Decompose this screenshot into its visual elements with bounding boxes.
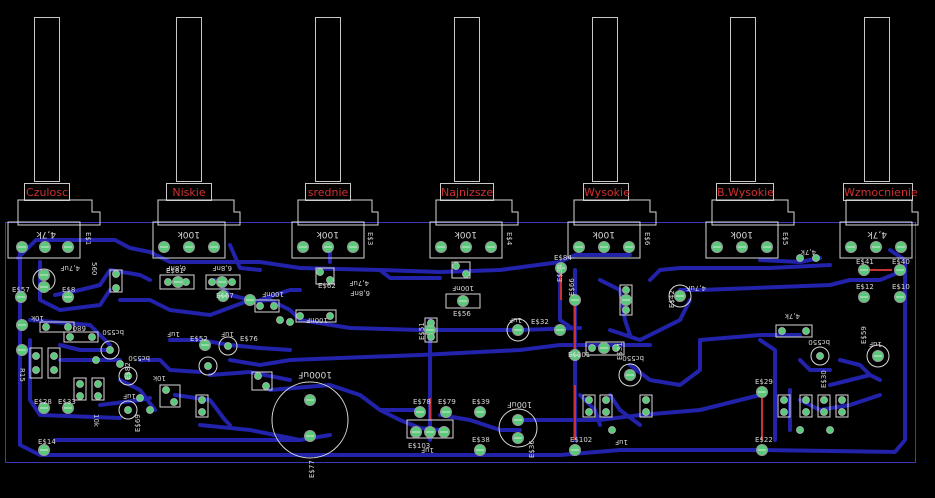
cap-1u-e: 1uF [869, 340, 882, 348]
value-label-pot6: 100k [730, 229, 753, 239]
label-e52: E$52 [190, 335, 208, 343]
label-e82: E$82 [124, 362, 132, 380]
pot-shaft-czulosc [34, 17, 60, 182]
cap-4u7-a: 4,7uF [60, 264, 80, 272]
label-e33: E$33 [58, 398, 76, 406]
value-label-pot2: 100k [177, 229, 200, 239]
label-e79: E$79 [438, 398, 456, 406]
pot-shaft-bwysokie [730, 17, 756, 182]
pot-shaft-niskie [176, 17, 202, 182]
label-e36: E$36 [528, 440, 536, 458]
cap-100n-c: 100nF [262, 290, 284, 298]
label-e59: E$59 [860, 326, 868, 344]
cap-6n8-b: 6,8nF [212, 264, 232, 272]
label-e102: E$102 [570, 436, 592, 444]
label-e101: E$101 [568, 351, 590, 359]
label-e22: E$22 [755, 436, 773, 444]
ref-r5: E$5 [781, 232, 789, 245]
label-e40: E$40 [892, 258, 910, 266]
label-e56: E$56 [453, 310, 471, 318]
pot-label-najnizsze: Najnizsze [440, 183, 494, 201]
transistor-c: bc550 [622, 354, 644, 362]
cap-100n-a: 100nF [452, 284, 474, 292]
label-e34: E$34 [556, 264, 564, 282]
value-label-pot7: 4,7k [867, 229, 887, 239]
label-e69: E$69 [134, 414, 142, 432]
cap-1u-g: 1uF [421, 446, 434, 454]
label-e38: E$38 [472, 436, 490, 444]
ref-r3: E$3 [366, 232, 374, 245]
ref-r4: E$4 [505, 232, 513, 246]
label-e103: E$103 [408, 442, 430, 450]
res-4k7-b: 4,7k [784, 312, 800, 320]
label-e62: E$62 [318, 282, 336, 290]
potentiometer-footprints [7, 199, 919, 259]
label-e77: E$77 [308, 460, 316, 478]
jumper-links [429, 268, 892, 440]
value-label-pot1: 4,7k [36, 229, 56, 239]
pot-shaft-wysokie [592, 17, 618, 182]
value-label-pot4: 100k [454, 229, 477, 239]
cap-1u-d: 1uF [615, 438, 628, 446]
value-label-pot5: 100k [592, 229, 615, 239]
component-outlines [29, 261, 890, 459]
res-560: 560 [90, 262, 98, 275]
silk-labels: 4,7k 100k 100k 100k 100k 100k 4,7k E$1 E… [12, 229, 910, 478]
label-e10: E$10 [892, 283, 910, 291]
pot-shaft-najnizsze [454, 17, 480, 182]
label-e76: E$76 [240, 335, 258, 343]
cap-6n8-a: 6,8nF [166, 264, 186, 272]
label-e39: E$39 [472, 398, 490, 406]
cap-1u-c: 1uF [509, 316, 522, 324]
label-e66: E$66 [568, 278, 576, 296]
ref-r1: E$1 [84, 232, 92, 245]
copper-traces [16, 238, 907, 457]
label-e84: E$84 [554, 254, 572, 262]
cap-1u-f: 1uF [123, 392, 136, 400]
transistor-a: bc550 [102, 328, 124, 336]
label-e41: E$41 [856, 258, 874, 266]
label-e42: E$42 [668, 290, 676, 308]
label-e67: E$67 [216, 292, 234, 300]
pot-shaft-wzmocnienie [864, 17, 890, 182]
cap-1000u: 1000uF [298, 369, 332, 379]
cap-4u7-c: 4,7uF [349, 279, 369, 287]
label-e78: E$78 [413, 398, 431, 406]
label-e29: E$29 [755, 378, 773, 386]
cap-100n-b: 100nF [306, 316, 328, 324]
cap-100u: 100uF [507, 400, 532, 409]
res-680: 680 [73, 324, 86, 332]
label-e8: E$8 [62, 286, 75, 294]
label-e28: E$28 [34, 398, 52, 406]
label-e31: E$31 [616, 342, 624, 360]
cap-1u-a: 1uF [221, 330, 234, 338]
cap-6n8-c: 6,8nF [350, 289, 370, 297]
value-label-pot3: 100k [316, 229, 339, 239]
pot-label-wzmocnienie: Wzmocnienie [843, 183, 918, 201]
cap-4u7-b: 4,7uF [686, 284, 706, 292]
pot-label-bwysokie: B.Wysokie [716, 183, 774, 201]
label-e32: E$32 [531, 318, 549, 326]
label-e61: E$61 [166, 267, 184, 275]
res-ref: R15 [18, 368, 26, 382]
cap-1u-b: 1uF [167, 330, 180, 338]
res-10k-b: 10k [152, 374, 166, 382]
ref-r6: E$6 [643, 232, 651, 246]
res-4k7-a: 4,7k [800, 248, 816, 256]
label-e14: E$14 [38, 438, 56, 446]
label-e12: E$12 [856, 283, 874, 291]
pot-label-czulosc: Czulosc [24, 183, 70, 201]
res-10k-a: 10k [30, 314, 44, 322]
res-10k-c: 10k [92, 414, 100, 428]
label-e51: E$51 [418, 322, 426, 340]
pot-shaft-srednie [315, 17, 341, 182]
label-e30: E$30 [820, 370, 828, 388]
label-e7: E$57 [12, 286, 30, 294]
transistor-d: bc550 [808, 338, 830, 346]
transistor-b: bc550 [128, 354, 150, 362]
